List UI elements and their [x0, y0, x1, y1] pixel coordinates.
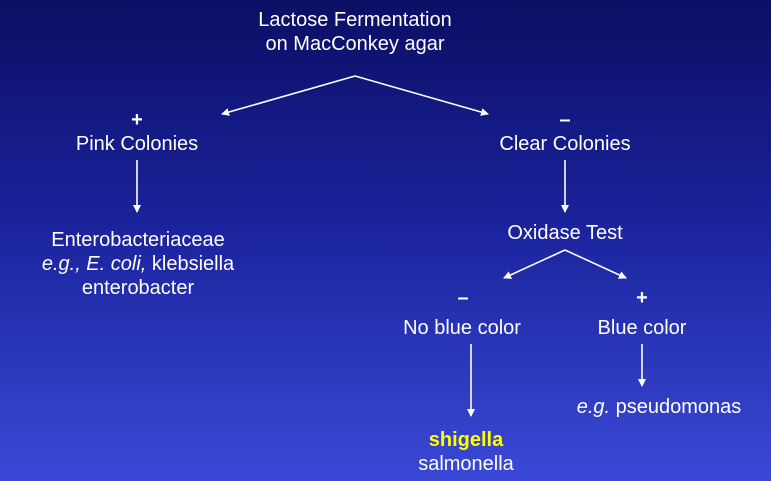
lactose-negative-sign: –: [559, 109, 571, 131]
root-line-1: Lactose Fermentation: [258, 9, 452, 31]
oxidase-positive-sign: +: [636, 287, 648, 309]
lactose-positive-sign: +: [131, 109, 143, 131]
salmonella-text: salmonella: [418, 453, 514, 475]
eg-ecoli-text: e.g., E. coli,: [41, 253, 147, 275]
oxidase-test-node: Oxidase Test: [507, 222, 623, 244]
eg-text: e.g.: [576, 396, 611, 418]
blue-color-node: Blue color: [597, 317, 687, 339]
shigella-text: shigella: [428, 429, 504, 451]
arrow-root-to-clear: [354, 75, 489, 116]
pseudomonas-node: e.g. pseudomonas: [577, 395, 742, 419]
clear-colonies-node: Clear Colonies: [499, 133, 631, 155]
pink-colonies-node: Pink Colonies: [75, 133, 199, 155]
arrow-oxidase-to-negative: [503, 249, 566, 279]
oxidase-negative-sign: –: [457, 287, 469, 309]
pseudomonas-text: pseudomonas: [610, 396, 742, 418]
arrow-oxidase-to-positive: [564, 249, 627, 279]
enterobacteriaceae-line-1: Enterobacteriaceae: [51, 229, 225, 251]
klebsiella-text: klebsiella: [146, 253, 235, 275]
enterobacteriaceae-node: Enterobacteriaceae e.g., E. coli, klebsi…: [42, 228, 234, 300]
enterobacteriaceae-line-2: e.g., E. coli, klebsiella: [42, 252, 234, 276]
shigella-salmonella-node: shigella salmonella: [418, 428, 514, 476]
root-line-2: on MacConkey agar: [265, 33, 445, 55]
no-blue-color-node: No blue color: [403, 317, 521, 339]
enterobacteriaceae-line-3: enterobacter: [81, 277, 195, 299]
root-node: Lactose Fermentation on MacConkey agar: [258, 8, 451, 56]
arrow-root-to-pink: [221, 75, 356, 116]
